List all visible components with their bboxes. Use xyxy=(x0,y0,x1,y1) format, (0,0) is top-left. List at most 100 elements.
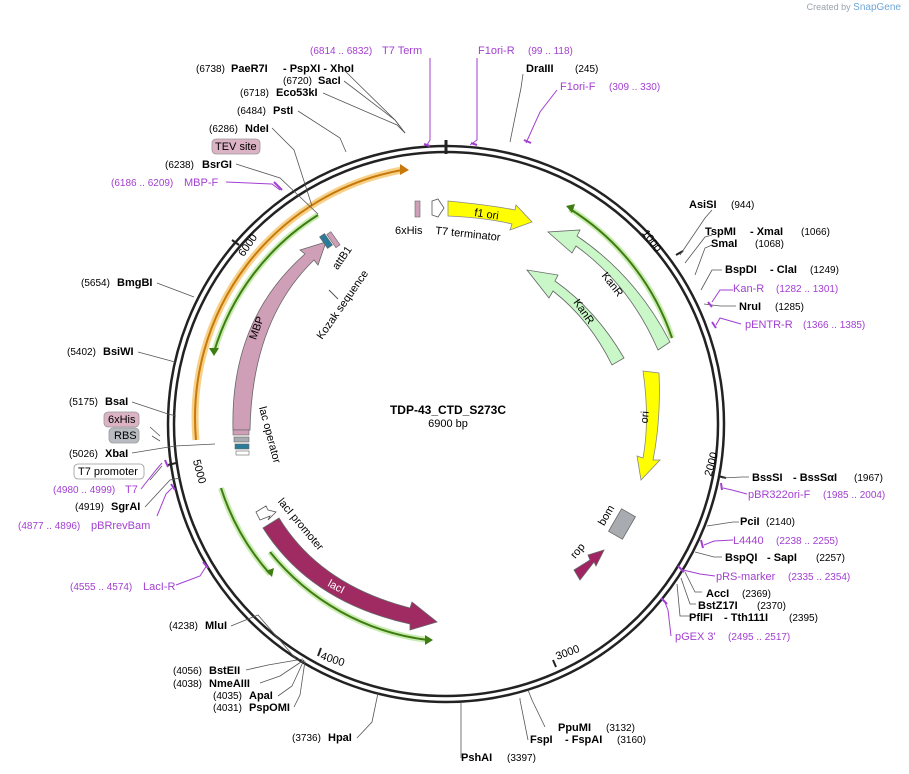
site-bspdi: BspDI xyxy=(725,264,757,276)
f1-ori-label: f1 ori xyxy=(474,207,500,222)
primer-laci-r: LacI-R xyxy=(143,581,175,593)
kanr-inner-feature xyxy=(526,269,625,366)
site-saci-pos: (6720) xyxy=(283,76,312,87)
site-hpai-pos: (3736) xyxy=(292,733,321,744)
orf-bottom-left-arrowhead xyxy=(266,568,274,577)
site-draiii: DraIII xyxy=(526,63,554,75)
site-bsai-pos: (5175) xyxy=(69,397,98,408)
primer-prs-marker: pRS-marker xyxy=(716,571,776,583)
lac-operator-marker xyxy=(234,443,250,450)
sixhis-top-marker xyxy=(414,200,421,218)
kozak-marker xyxy=(328,289,339,300)
site-smai-pos: (1068) xyxy=(755,239,784,250)
primer-kan-r: Kan-R xyxy=(733,283,764,295)
site-bsiwi-pos: (5402) xyxy=(67,347,96,358)
sixhis-top-label: 6xHis xyxy=(395,225,423,237)
site-apai-pos: (4035) xyxy=(213,691,242,702)
site-bsiwi: BsiWI xyxy=(103,346,134,358)
site-acci-pos: (2369) xyxy=(742,589,771,600)
snapgene-credit: Created by SnapGene xyxy=(807,2,901,13)
primer-t7: T7 xyxy=(125,484,138,496)
bom-feature xyxy=(608,508,636,540)
orf-right-arrowhead xyxy=(566,204,575,213)
site-ppumi: PpuMI xyxy=(558,722,591,734)
lac-operator-label: lac operator xyxy=(256,405,283,465)
site-pspxi-xhoi: - PspXI - XhoI xyxy=(283,63,354,75)
rop-feature xyxy=(573,549,605,581)
site-eco53ki: Eco53kI xyxy=(276,87,318,99)
laci-promoter-feature xyxy=(255,505,277,521)
site-apai: ApaI xyxy=(249,690,273,702)
primer-kan-r-pos: (1282 .. 1301) xyxy=(776,284,838,295)
site-xbai: XbaI xyxy=(105,448,128,460)
primer-t7term: T7 Term xyxy=(382,45,422,57)
primer-f1ori-f: F1ori-F xyxy=(560,81,596,93)
kozak-label: Kozak sequence xyxy=(315,268,371,342)
site-pcii: PciI xyxy=(740,516,760,528)
site-eco53ki-pos: (6718) xyxy=(240,88,269,99)
site-nrui: NruI xyxy=(739,301,761,313)
ori-feature xyxy=(636,370,661,481)
site-pshai: PshAI xyxy=(461,752,492,764)
site-bmgbi: BmgBI xyxy=(117,277,152,289)
primer-f1ori-f-pos: (309 .. 330) xyxy=(609,82,660,93)
site-bsrgi-pos: (6238) xyxy=(165,160,194,171)
orf-left-arrowhead xyxy=(209,348,219,356)
site-saci: SacI xyxy=(318,75,341,87)
rbs-label: RBS xyxy=(114,430,137,442)
laci-feature xyxy=(262,517,438,631)
site-bsssai: - BssSαI xyxy=(793,472,837,484)
site-nmeaiii: NmeAIII xyxy=(209,678,250,690)
site-fspi: FspI xyxy=(530,734,553,746)
primer-l4440: L4440 xyxy=(733,535,764,547)
primer-pentr-r-pos: (1366 .. 1385) xyxy=(803,320,865,331)
orf-bottom-left-highlight xyxy=(218,487,273,576)
site-bsrgi: BsrGI xyxy=(202,159,232,171)
tick-label-1000: 1000 xyxy=(639,228,663,255)
site-pcii-pos: (2140) xyxy=(766,517,795,528)
primer-l4440-pos: (2238 .. 2255) xyxy=(776,536,838,547)
site-bsssi-pos: (1967) xyxy=(854,473,883,484)
site-bspdi-pos: (1249) xyxy=(810,265,839,276)
site-bstz17i-pos: (2370) xyxy=(757,601,786,612)
site-tspmi: TspMI xyxy=(705,226,736,238)
kanr-inner-label: KanR xyxy=(571,297,597,326)
site-bsteii-pos: (4056) xyxy=(173,666,202,677)
primer-f1ori-r-pos: (99 .. 118) xyxy=(528,46,573,57)
attb1-marker xyxy=(319,233,333,249)
site-smai: SmaI xyxy=(711,238,737,250)
site-sapi: - SapI xyxy=(767,552,797,564)
site-tspmi-pos: (1066) xyxy=(801,227,830,238)
t7-promoter-label: T7 promoter xyxy=(78,466,138,478)
sixhis-label: 6xHis xyxy=(108,414,136,426)
orf-outer-highlight xyxy=(191,166,403,441)
site-pflfi-pos: (2395) xyxy=(789,613,818,624)
orf-right-line xyxy=(569,208,673,339)
tick-label-5000: 5000 xyxy=(190,458,208,485)
attb1-label: attB1 xyxy=(330,244,355,272)
site-bsai: BsaI xyxy=(105,396,128,408)
tev-site-box xyxy=(211,138,261,155)
orf-bottom-left-line xyxy=(220,487,271,575)
site-asisi-pos: (944) xyxy=(731,200,754,211)
site-pflfi: PflFI xyxy=(689,612,713,624)
primer-prs-marker-pos: (2335 .. 2354) xyxy=(788,572,850,583)
primer-pentr-r: pENTR-R xyxy=(745,319,793,331)
rbs-marker xyxy=(233,436,250,443)
leader-lines xyxy=(131,69,749,758)
site-xmai: - XmaI xyxy=(750,226,783,238)
orf-bottom-line xyxy=(269,551,429,641)
primer-f1ori-r: F1ori-R xyxy=(478,45,515,57)
site-mlui-pos: (4238) xyxy=(169,621,198,632)
site-bstz17i: BstZ17I xyxy=(698,600,738,612)
site-mlui: MluI xyxy=(205,620,227,632)
plasmid-size: 6900 bp xyxy=(428,418,468,430)
sixhis-box xyxy=(103,411,140,428)
t7-promoter-marker xyxy=(235,450,250,456)
site-pspomi-pos: (4031) xyxy=(213,703,242,714)
site-ppumi-pos: (3132) xyxy=(606,723,635,734)
site-draiii-pos: (245) xyxy=(575,64,598,75)
orf-outer-line xyxy=(194,169,403,441)
site-psti-pos: (6484) xyxy=(237,106,266,117)
rop-label: rop xyxy=(568,541,587,561)
